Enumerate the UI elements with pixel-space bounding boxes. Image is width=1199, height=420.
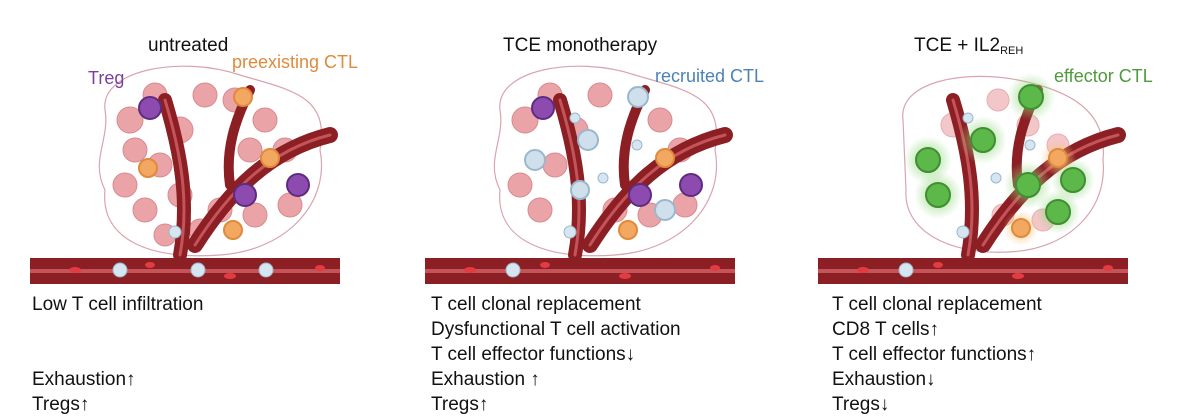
outcome-item: Tregs↑	[32, 394, 90, 415]
outcome-list: T cell clonal replacement Dysfunctional …	[431, 292, 681, 417]
panel-title: untreated	[148, 35, 229, 56]
outcome-item: T cell clonal replacement	[431, 294, 641, 315]
ctl-label: effector CTL	[1054, 66, 1153, 86]
panel-title-sub: REH	[1000, 45, 1024, 57]
recruited-ctl-cells	[524, 86, 676, 221]
outcome-item	[32, 317, 203, 342]
tumor-illustration-tce	[425, 65, 735, 284]
blood-vessel	[158, 85, 338, 262]
treg-cells	[138, 96, 310, 207]
panel-title-main: TCE + IL2	[914, 35, 1001, 56]
outcome-item: Tregs↑	[431, 394, 489, 415]
outcome-item: T cell effector functions↑	[832, 344, 1037, 365]
outcome-list: T cell clonal replacement CD8 T cells↑ T…	[832, 292, 1042, 417]
outcome-item: Low T cell infiltration	[32, 294, 204, 315]
outcome-item: Tregs↓	[832, 394, 890, 415]
panel-title: TCE + IL2REH	[914, 35, 1023, 57]
outcome-item: Dysfunctional T cell activation	[431, 319, 681, 340]
effector-ctl-cells	[915, 84, 1086, 225]
panel-tce-monotherapy: TCE monotherapy recruited CTL T cell clo…	[425, 0, 785, 420]
panel-untreated: untreated Treg preexisting CTL Low T cel…	[30, 0, 390, 420]
panel-tce-il2: TCE + IL2REH effector CTL T cell clonal …	[818, 0, 1178, 420]
tumor-illustration-tce-il2	[818, 73, 1128, 284]
outcome-item: T cell effector functions↓	[431, 344, 636, 365]
ctl-label: preexisting CTL	[232, 52, 359, 72]
outcome-item: T cell clonal replacement	[832, 294, 1042, 315]
outcome-item: Exhaustion ↑	[431, 369, 540, 390]
outcome-item: CD8 T cells↑	[832, 319, 939, 340]
panel-title: TCE monotherapy	[503, 35, 658, 56]
preexisting-ctl-cells	[138, 87, 280, 240]
outcome-item	[32, 342, 203, 367]
outcome-list: Low T cell infiltration Exhaustion↑ Treg…	[32, 292, 203, 417]
tumor-illustration-untreated	[30, 65, 340, 284]
outcome-item: Exhaustion↑	[32, 369, 136, 390]
treg-label: Treg	[88, 68, 125, 88]
outcome-item: Exhaustion↓	[832, 369, 936, 390]
ctl-label: recruited CTL	[655, 66, 765, 86]
